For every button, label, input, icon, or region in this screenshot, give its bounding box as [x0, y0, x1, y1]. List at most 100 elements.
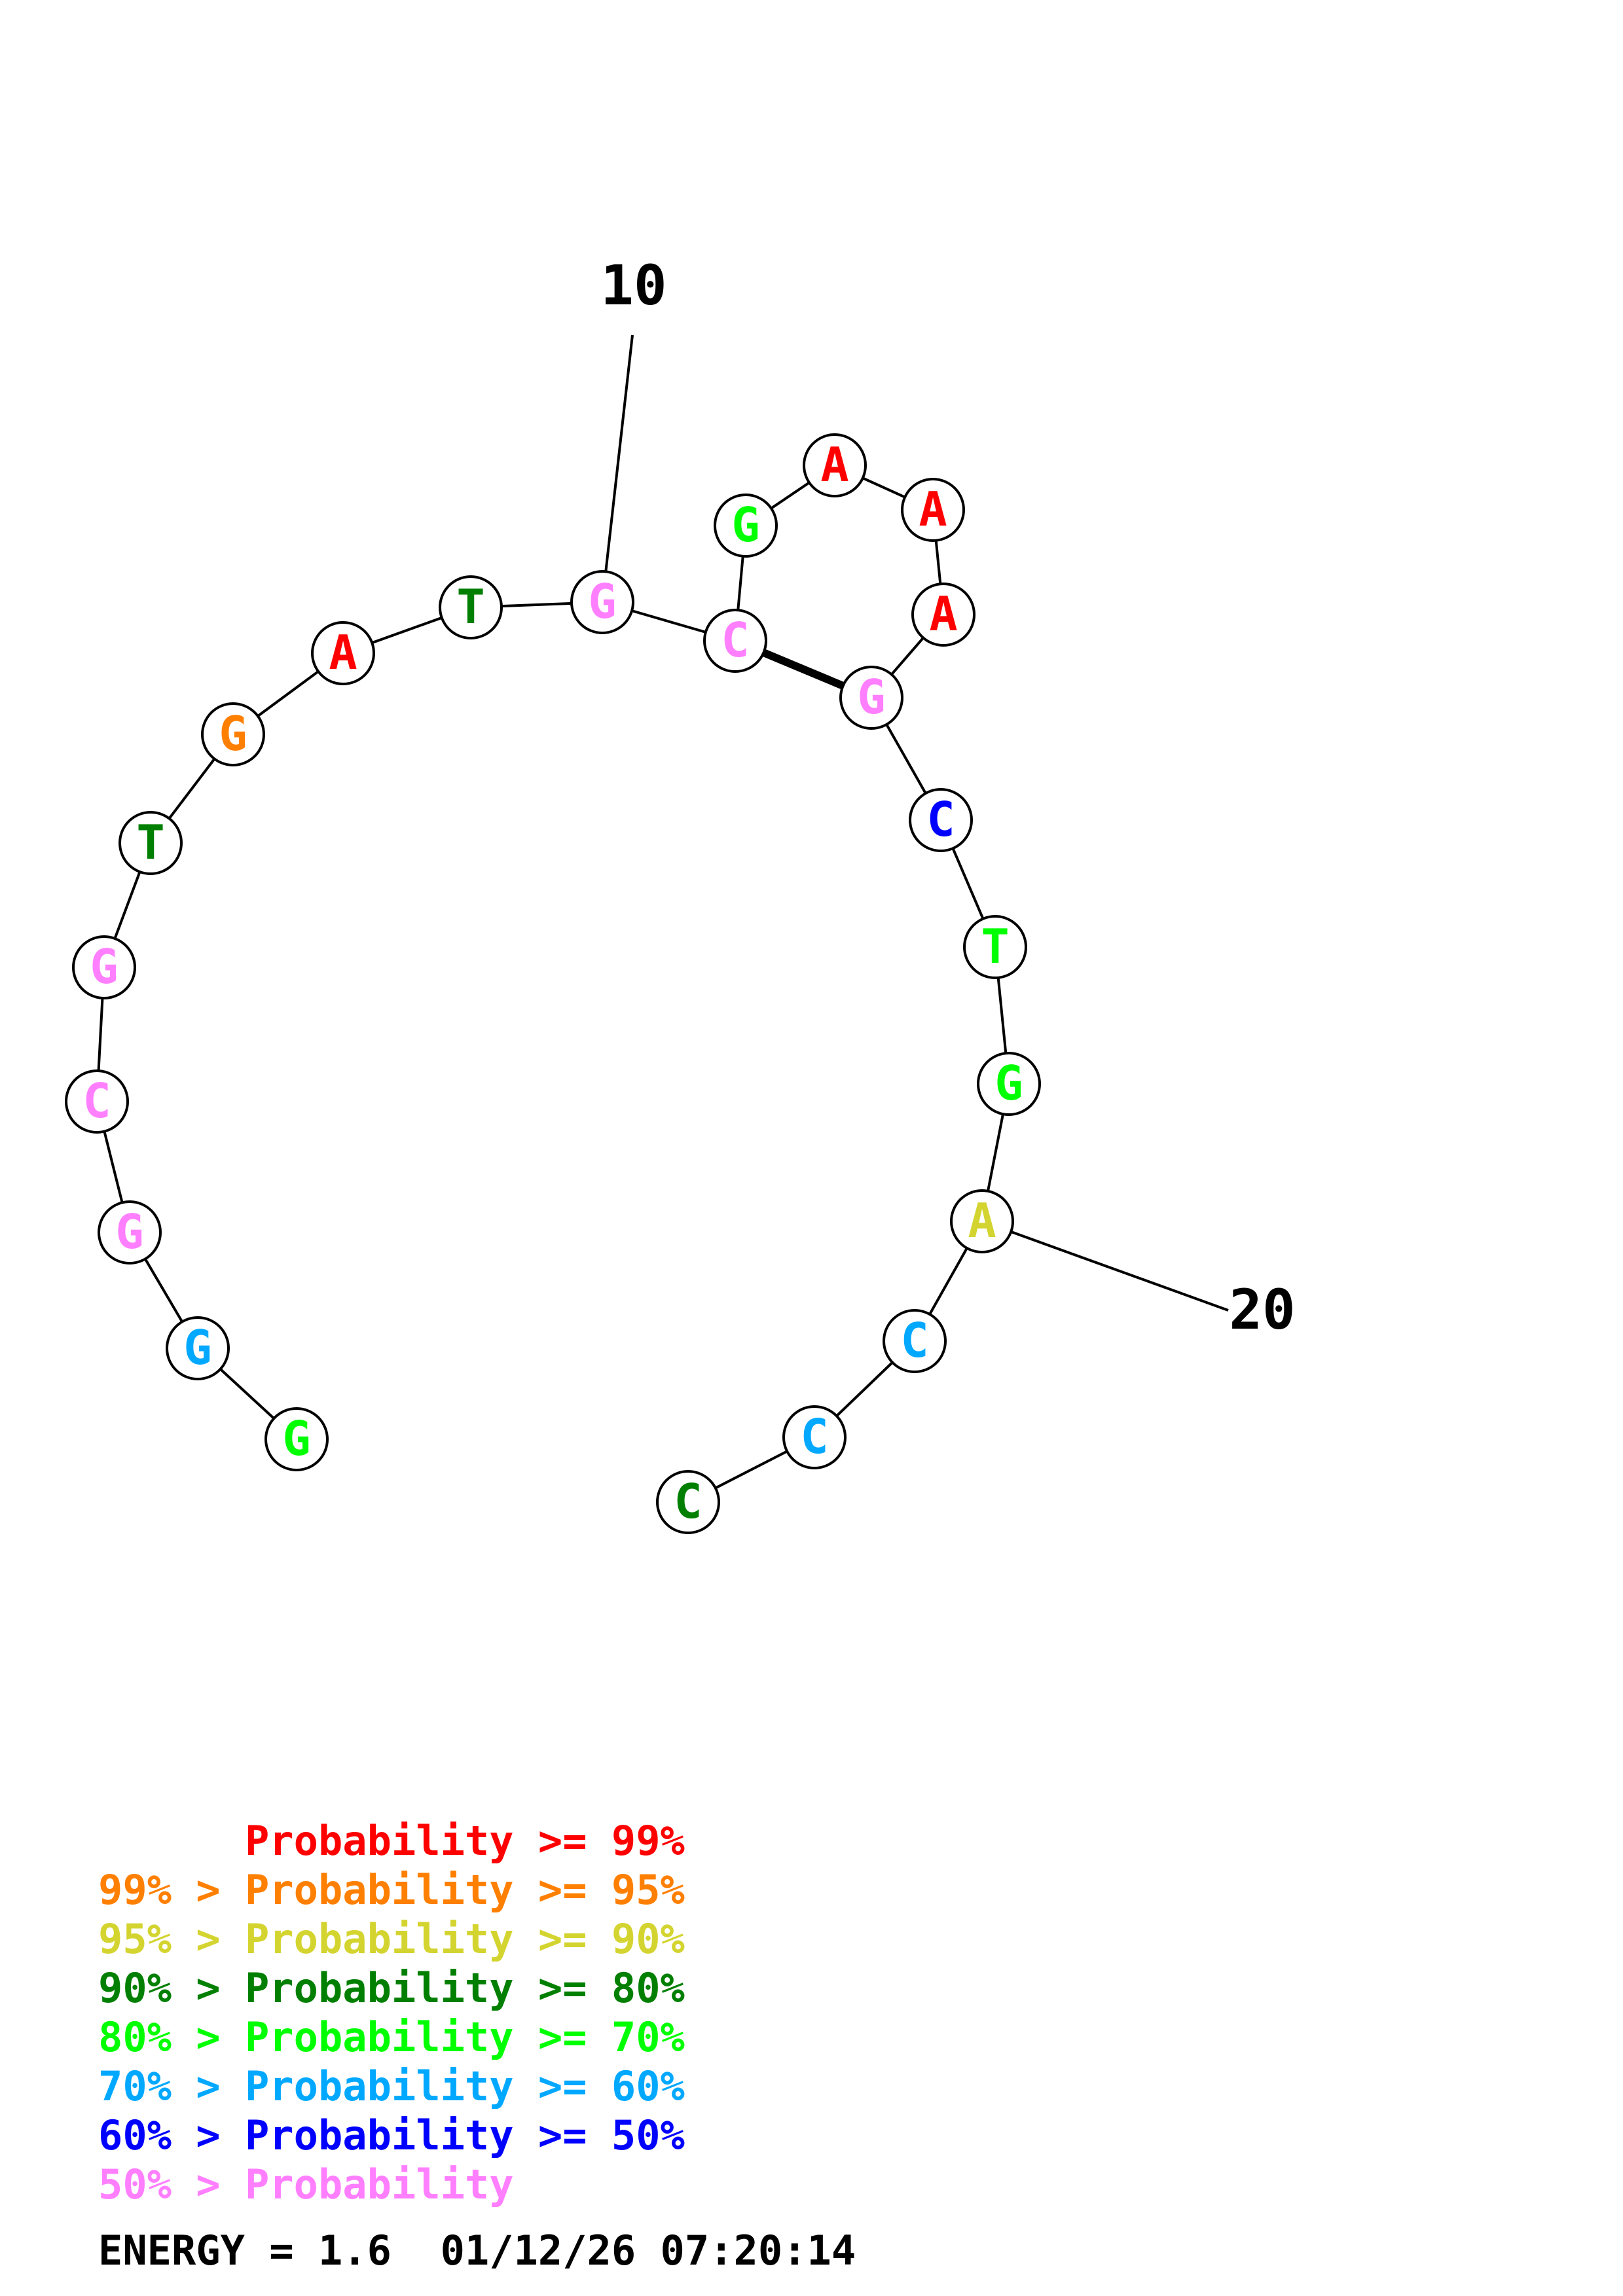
nucleotide-node: C — [703, 609, 767, 673]
nucleotide-node: A — [311, 621, 375, 685]
legend-row-prefix: 99% > — [98, 1866, 245, 1914]
nucleotide-base-letter: C — [900, 1313, 928, 1368]
nucleotide-base-letter: G — [857, 670, 885, 725]
nucleotide-base-letter: G — [731, 497, 759, 552]
legend-row: Probability >= 99% — [98, 1816, 685, 1865]
nucleotide-circle — [977, 1052, 1041, 1116]
legend-row-prefix: 70% > — [98, 2062, 245, 2110]
nucleotide-node: G — [570, 570, 634, 634]
nucleotide-base-letter: A — [968, 1193, 996, 1248]
nucleotide-node: T — [439, 575, 503, 639]
nucleotide-base-letter: G — [90, 939, 118, 994]
legend-row-prefix: 95% > — [98, 1915, 245, 1963]
nucleotide-circle — [782, 1405, 847, 1469]
backbone-layer — [96, 464, 1010, 1503]
legend-row-text: Probability >= 90% — [244, 1915, 685, 1963]
nucleotide-node: G — [72, 935, 136, 999]
legend-row-text: Probability >= 99% — [244, 1817, 685, 1865]
nucleotide-base-letter: G — [588, 574, 616, 629]
nucleotide-node: C — [909, 788, 973, 852]
nucleotide-circle — [570, 570, 634, 634]
nucleotide-circle — [950, 1189, 1014, 1253]
nucleotide-circle — [901, 478, 965, 542]
legend-row: 70% > Probability >= 60% — [98, 2062, 685, 2111]
nucleotide-node: A — [911, 583, 976, 647]
legend-row: 80% > Probability >= 70% — [98, 2013, 685, 2062]
nucleotide-base-letter: G — [183, 1320, 211, 1375]
number-tick-line — [981, 1220, 1229, 1312]
position-number-label: 20 — [1229, 1278, 1295, 1342]
nucleotide-base-letter: A — [929, 586, 957, 641]
nucleotide-base-letter: C — [800, 1409, 828, 1464]
nucleotide-base-letter: C — [721, 613, 749, 668]
legend-row: 50% > Probability — [98, 2160, 685, 2209]
nucleotide-circle — [656, 1470, 720, 1534]
nucleotide-base-letter: T — [981, 919, 1009, 974]
nucleotide-node: G — [714, 493, 778, 558]
nucleotide-node: G — [98, 1200, 162, 1265]
nucleotide-base-letter: A — [919, 482, 947, 537]
number-tick-line — [601, 334, 634, 603]
nucleotide-node: C — [65, 1069, 129, 1134]
number-tick-layer: 10 20 — [600, 253, 1295, 1342]
nucleotide-circle — [911, 583, 976, 647]
legend-row: 60% > Probability >= 50% — [98, 2111, 685, 2160]
nucleotide-circle — [703, 609, 767, 673]
legend-row: 99% > Probability >= 95% — [98, 1865, 685, 1914]
nucleotide-base-letter: G — [994, 1056, 1023, 1111]
nucleotide-circle — [311, 621, 375, 685]
nucleotide-node: T — [963, 915, 1027, 979]
nucleotide-circle — [963, 915, 1027, 979]
legend-row-prefix: 50% > — [98, 2161, 245, 2208]
legend-row-prefix: 60% > — [98, 2111, 245, 2159]
legend-row-prefix — [98, 1817, 245, 1865]
nucleotide-circle — [714, 493, 778, 558]
nucleotide-node: C — [883, 1309, 947, 1373]
nucleotide-node: A — [901, 478, 965, 542]
legend-row-text: Probability — [244, 2161, 514, 2208]
nucleotide-base-letter: T — [456, 579, 484, 634]
legend-row-text: Probability >= 60% — [244, 2062, 685, 2110]
nucleotide-node: T — [119, 811, 183, 875]
nucleotide-node: C — [656, 1470, 720, 1534]
legend-row-prefix: 80% > — [98, 2013, 245, 2061]
nucleotide-circle — [439, 575, 503, 639]
nucleotide-node: A — [950, 1189, 1014, 1253]
nucleotide-base-letter: G — [282, 1411, 310, 1466]
legend-row: 90% > Probability >= 80% — [98, 1964, 685, 2013]
nucleotide-circle — [883, 1309, 947, 1373]
nucleotide-base-letter: A — [820, 437, 848, 492]
legend-row-text: Probability >= 80% — [244, 1964, 685, 2012]
nucleotide-circle — [98, 1200, 162, 1265]
legend-row-text: Probability >= 70% — [244, 2013, 685, 2061]
nucleotide-node: A — [803, 433, 867, 497]
legend-row: 95% > Probability >= 90% — [98, 1914, 685, 1964]
energy-footer: ENERGY = 1.6 01/12/26 07:20:14 — [98, 2227, 856, 2274]
legend-row-text: Probability >= 50% — [244, 2111, 685, 2159]
nucleotide-circle — [909, 788, 973, 852]
legend-row-text: Probability >= 95% — [244, 1866, 685, 1914]
nucleotide-circle — [803, 433, 867, 497]
nucleotide-circle — [201, 702, 265, 766]
nucleotide-circle — [264, 1407, 329, 1471]
nucleotide-node: C — [782, 1405, 847, 1469]
nucleotide-circle — [72, 935, 136, 999]
nucleotide-circle — [65, 1069, 129, 1134]
nucleotide-base-letter: G — [219, 706, 247, 761]
legend-row-prefix: 90% > — [98, 1964, 245, 2012]
nucleotide-node: G — [977, 1052, 1041, 1116]
probability-legend: Probability >= 99%99% > Probability >= 9… — [98, 1816, 685, 2209]
nucleotide-node: G — [201, 702, 265, 766]
nucleotide-circle — [839, 666, 903, 730]
nucleotide-node: G — [166, 1316, 230, 1380]
nucleotide-base-letter: G — [115, 1204, 143, 1259]
nucleotide-base-letter: C — [82, 1073, 111, 1128]
nucleotide-base-letter: C — [674, 1474, 702, 1529]
nucleotide-node: G — [264, 1407, 329, 1471]
nucleotide-node: G — [839, 666, 903, 730]
nucleotide-base-letter: C — [926, 792, 955, 847]
position-number-label: 10 — [600, 253, 666, 317]
nucleotide-base-letter: T — [136, 815, 164, 870]
